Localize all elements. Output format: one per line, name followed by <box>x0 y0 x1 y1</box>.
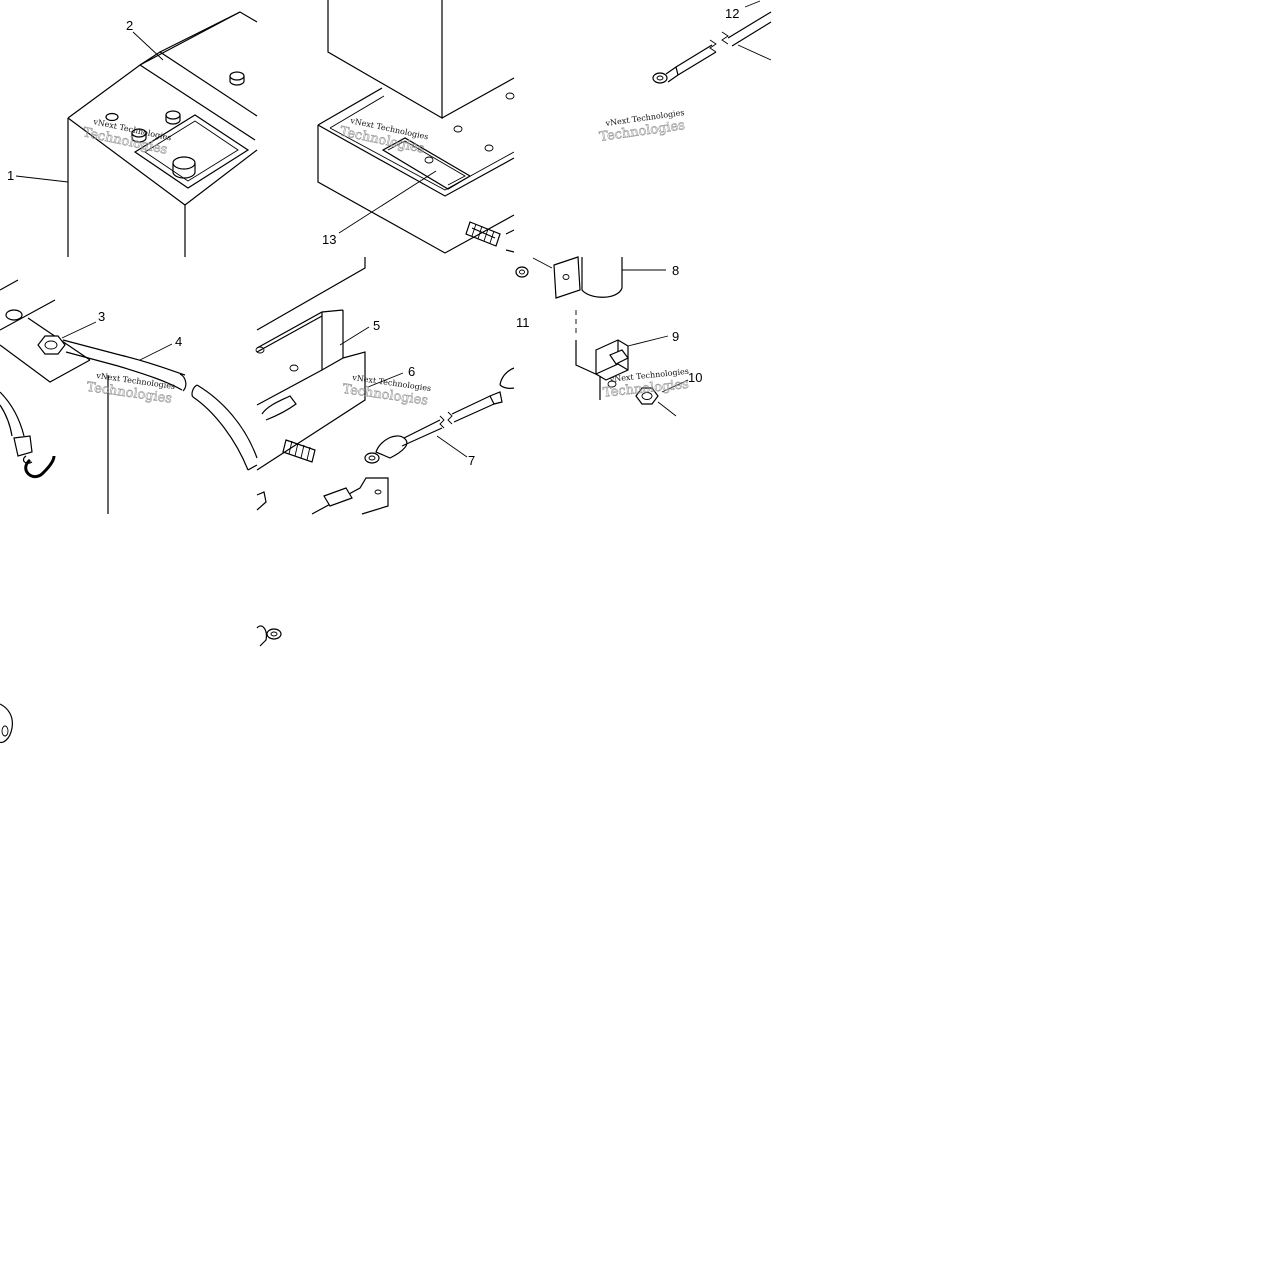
callout-2: 2 <box>126 18 133 33</box>
callout-3: 3 <box>98 309 105 324</box>
watermark-tile-4: Technologies vNext Technologies <box>85 371 175 407</box>
callout-6: 6 <box>408 364 415 379</box>
callout-1: 1 <box>7 168 14 183</box>
watermark-tile-5: Technologies vNext Technologies <box>341 373 431 409</box>
callout-4: 4 <box>175 334 182 349</box>
callout-10: 10 <box>688 370 702 385</box>
terminal-cable-drawing <box>0 279 258 514</box>
callout-13: 13 <box>322 232 336 247</box>
callout-9: 9 <box>672 329 679 344</box>
battery-drawing <box>15 11 258 257</box>
callout-8: 8 <box>672 263 679 278</box>
ring-terminal-drawing <box>256 625 282 647</box>
callout-5: 5 <box>373 318 380 333</box>
callout-11: 11 <box>516 315 530 330</box>
eyelet-drawing <box>0 703 13 744</box>
callout-7: 7 <box>468 453 475 468</box>
watermark-tile-1: Technologies vNext Technologies <box>81 117 172 158</box>
watermark-tile-3: Technologies vNext Technologies <box>598 108 686 145</box>
cable-12-drawing <box>652 0 772 84</box>
bracket-cable-drawing <box>255 257 515 515</box>
callout-12: 12 <box>725 6 739 21</box>
battery-box-drawing <box>317 0 515 254</box>
solenoid-drawing <box>515 256 689 417</box>
